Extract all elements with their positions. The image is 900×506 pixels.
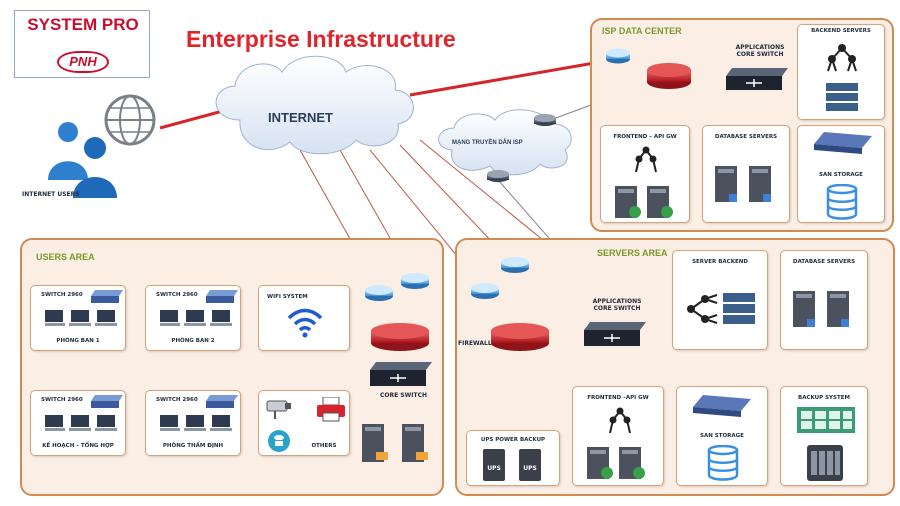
computers-icon (45, 415, 117, 431)
isp-san-card: SAN STORAGE (797, 125, 885, 223)
wifi-icon (287, 308, 323, 338)
server-backend-label: SERVER BACKEND (692, 259, 748, 265)
frontend-tree-icon (635, 146, 657, 173)
users-icon (48, 94, 156, 198)
isp-san-label: SAN STORAGE (819, 172, 863, 178)
isp-backend-label: BACKEND SERVERS (811, 28, 871, 34)
page-title: Enterprise Infrastructure (186, 26, 456, 52)
backup-drives-icon (797, 407, 855, 433)
printer-icon (317, 397, 345, 422)
san-storage-icon (814, 132, 872, 154)
server-backend-icon (687, 293, 755, 324)
servers-frontend-card: FRONTEND –API GW (572, 386, 664, 486)
switch-label-3: SWITCH 2960 (41, 397, 83, 403)
isp-core-switch-icon (726, 68, 788, 90)
dept-card-1: SWITCH 2960 PHÒNG BAN 1 (30, 285, 126, 351)
users-servers-icon (362, 424, 428, 462)
backend-tree-icon (826, 44, 858, 111)
dept-card-3: SWITCH 2960 KẾ HOẠCH – TỔNG HỢP (30, 390, 126, 456)
servers-database-card: DATABASE SERVERS (780, 250, 868, 350)
dept-card-2: SWITCH 2960 PHÒNG BAN 2 (145, 285, 241, 351)
isp-core-switch-label: APPLICATIONS CORE SWITCH (735, 44, 785, 58)
logo-text: SYSTEM PRO (27, 15, 139, 34)
frontend-servers-icon (615, 186, 673, 218)
isp-cloud-label: MẠNG TRUYỀN DẪN ISP (452, 140, 523, 146)
servers-san-label: SAN STORAGE (700, 433, 744, 439)
users-router-icon-2 (401, 273, 429, 289)
database-icon (826, 184, 858, 220)
firewall-label: FIREWALL (458, 340, 492, 347)
ups-unit-2: UPS (519, 449, 541, 481)
users-core-switch-label: CORE SWITCH (380, 392, 428, 399)
servers-san-storage-icon (693, 395, 751, 417)
logo-badge: PNH (57, 51, 109, 73)
switch-icon (206, 290, 238, 303)
nas-icon (807, 445, 843, 481)
ups-card: UPS POWER BACKUP UPS UPS (466, 430, 560, 486)
switch-label-1: SWITCH 2960 (41, 292, 83, 298)
phone-icon (268, 430, 290, 452)
isp-backend-card: BACKEND SERVERS (797, 24, 885, 120)
internet-users-label: INTERNET USERS (22, 191, 80, 198)
dept-label-4: PHÒNG THẨM ĐỊNH (162, 443, 224, 449)
switch-label-2: SWITCH 2960 (156, 292, 198, 298)
switch-icon (206, 395, 238, 408)
users-area-title: USERS AREA (36, 252, 95, 262)
internet-links (299, 139, 571, 293)
users-core-switch-icon (370, 362, 432, 386)
switch-icon (91, 290, 123, 303)
servers-database-label: DATABASE SERVERS (792, 259, 856, 265)
ups-label: UPS POWER BACKUP (480, 437, 546, 443)
servers-firewall-icon (491, 323, 549, 351)
servers-core-switch-icon (584, 322, 646, 346)
internet-label: INTERNET (268, 110, 333, 125)
camera-icon (266, 400, 291, 419)
servers-router-icon-2 (501, 257, 529, 273)
isp-router-icon (606, 48, 630, 64)
isp-firewall-router-icon (647, 63, 691, 89)
isp-dc-title: ISP DATA CENTER (602, 26, 682, 36)
servers-router-icon-1 (471, 283, 499, 299)
servers-frontend-servers-icon (587, 447, 645, 479)
ups-unit-1: UPS (483, 449, 505, 481)
users-router-icon-1 (365, 285, 393, 301)
ups-unit-1-label: UPS (487, 465, 501, 472)
servers-database-icon (793, 291, 849, 327)
computers-icon (160, 310, 232, 326)
wifi-label: WIFI SYSTEM (267, 294, 308, 300)
isp-frontend-label: FRONTEND – API GW (613, 134, 677, 140)
dept-label-1: PHÒNG BAN 1 (56, 338, 100, 344)
servers-frontend-tree-icon (609, 407, 631, 434)
server-backend-card: SERVER BACKEND (672, 250, 768, 350)
servers-core-switch-label: APPLICATIONS CORE SWITCH (592, 298, 642, 312)
isp-database-label: DATABASE SERVERS (714, 134, 778, 140)
ups-unit-2-label: UPS (523, 465, 537, 472)
servers-area-title: SERVERS AREA (597, 248, 668, 258)
dept-card-4: SWITCH 2960 PHÒNG THẨM ĐỊNH (145, 390, 241, 456)
logo: SYSTEM PRO PNH (14, 10, 150, 78)
isp-frontend-card: FRONTEND – API GW (600, 125, 690, 223)
servers-database-cylinder-icon (707, 445, 739, 481)
computers-icon (45, 310, 117, 326)
switch-icon (91, 395, 123, 408)
internet-cloud (215, 55, 414, 155)
isp-database-card: DATABASE SERVERS (702, 125, 790, 223)
switch-label-4: SWITCH 2960 (156, 397, 198, 403)
users-firewall-icon (371, 323, 429, 351)
servers-san-card: SAN STORAGE (676, 386, 768, 486)
backup-label: BACKUP SYSTEM (798, 395, 850, 401)
others-label: OTHERS (311, 443, 337, 449)
database-servers-icon (715, 166, 771, 202)
wifi-card: WIFI SYSTEM (258, 285, 350, 351)
computers-icon (160, 415, 232, 431)
servers-frontend-label: FRONTEND –API GW (587, 395, 649, 401)
dept-label-2: PHÒNG BAN 2 (171, 338, 215, 344)
others-card: OTHERS (258, 390, 350, 456)
backup-card: BACKUP SYSTEM (780, 386, 868, 486)
isp-cloud (438, 109, 572, 176)
dept-label-3: KẾ HOẠCH – TỔNG HỢP (42, 443, 114, 449)
link-internet-isp-dc (409, 60, 601, 97)
